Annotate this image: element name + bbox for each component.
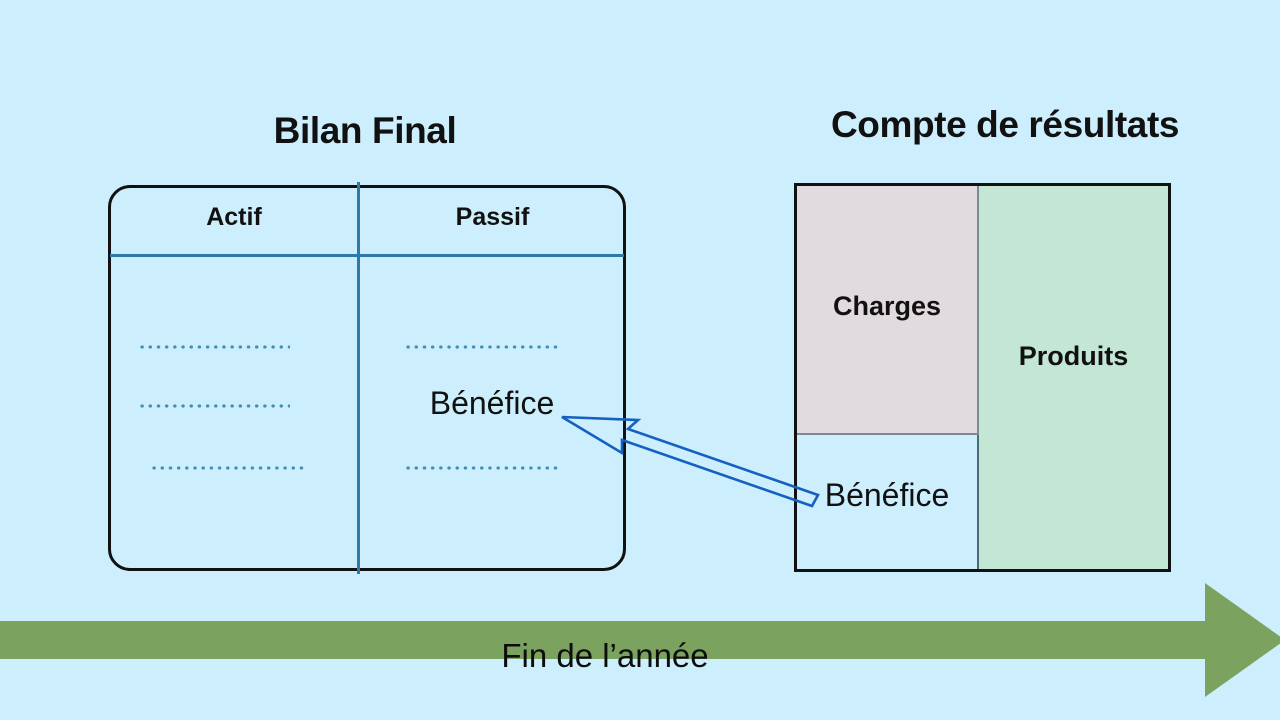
- bilan-final-title: Bilan Final: [273, 110, 457, 151]
- column-header-passif: Passif: [455, 203, 530, 231]
- actif-entry-line-3: [150, 466, 305, 470]
- timeline-label: Fin de l’année: [501, 637, 709, 674]
- compte-de-resultats-box: Charges Bénéfice Produits: [794, 183, 1171, 572]
- charges-label: Charges: [832, 291, 942, 321]
- bilan-final-table: [108, 185, 626, 571]
- compte-de-resultats-title: Compte de résultats: [830, 104, 1180, 145]
- benefice-label: Bénéfice: [824, 477, 950, 513]
- bilan-header-divider: [110, 254, 624, 257]
- cell-charges: Charges: [797, 186, 979, 435]
- actif-entry-line-1: [138, 345, 290, 349]
- produits-label: Produits: [1018, 341, 1129, 371]
- column-header-actif: Actif: [206, 203, 262, 231]
- actif-entry-line-2: [138, 404, 290, 408]
- cell-benefice: Bénéfice: [797, 435, 979, 569]
- timeline-arrow-shape: [0, 583, 1280, 697]
- passif-entry-line-2: [404, 466, 562, 470]
- passif-benefice-label: Bénéfice: [429, 385, 555, 421]
- passif-entry-line-1: [404, 345, 562, 349]
- bilan-column-divider: [357, 182, 360, 574]
- cell-produits: Produits: [979, 186, 1168, 569]
- timeline-arrow-icon: [0, 583, 1280, 697]
